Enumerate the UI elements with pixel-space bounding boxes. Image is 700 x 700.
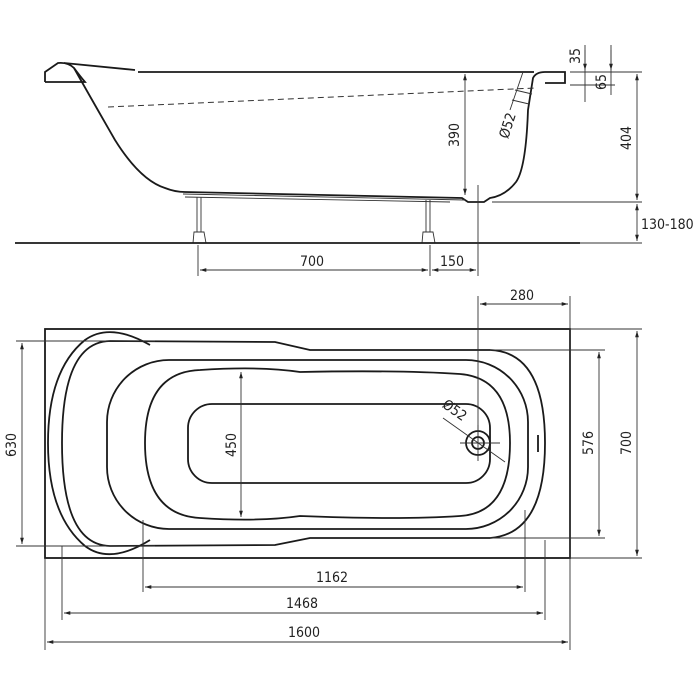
dim-leg-spacing: 700 <box>300 254 324 270</box>
side-view: 390 404 130-180 35 65 Ø52 700 150 <box>15 45 694 276</box>
overflow-line <box>107 87 536 108</box>
dim-outer-length: 1600 <box>288 625 320 641</box>
dim-inner-depth: 390 <box>447 123 463 147</box>
plan-view: Ø52 280 630 700 576 450 1162 1468 1600 <box>4 288 642 650</box>
base-frame <box>182 193 466 203</box>
tub-leg <box>192 197 207 244</box>
dim-leg-height: 130-180 <box>641 217 694 233</box>
dim-inner-width: 576 <box>581 431 597 455</box>
overflow-leader <box>509 71 533 111</box>
dim-bottom-length: 1162 <box>316 570 348 586</box>
headrest-outline <box>45 67 87 83</box>
dim-rim-depth: 35 <box>568 48 584 64</box>
dim-drain-diameter: Ø52 <box>439 397 469 425</box>
drain <box>442 417 506 463</box>
extension-lines <box>16 296 642 650</box>
dim-total-height: 404 <box>619 126 635 150</box>
dim-overflow-height: 65 <box>594 74 610 90</box>
headrest-outline <box>47 331 151 556</box>
tub-profile <box>44 61 566 203</box>
tub-basin-outline <box>144 367 511 521</box>
dim-overflow-diameter: Ø52 <box>497 111 520 141</box>
rim-line <box>63 62 534 73</box>
dim-leg-offset: 150 <box>440 254 464 270</box>
dim-outer-width: 700 <box>619 431 635 455</box>
dim-inner-length: 1468 <box>286 596 318 612</box>
tub-leg <box>421 200 436 244</box>
extension-lines <box>197 45 642 276</box>
dim-rim-width: 630 <box>4 433 20 457</box>
dim-bottom-width: 450 <box>224 433 240 457</box>
tub-step-outline <box>106 359 529 530</box>
dim-drain-offset: 280 <box>510 288 534 304</box>
